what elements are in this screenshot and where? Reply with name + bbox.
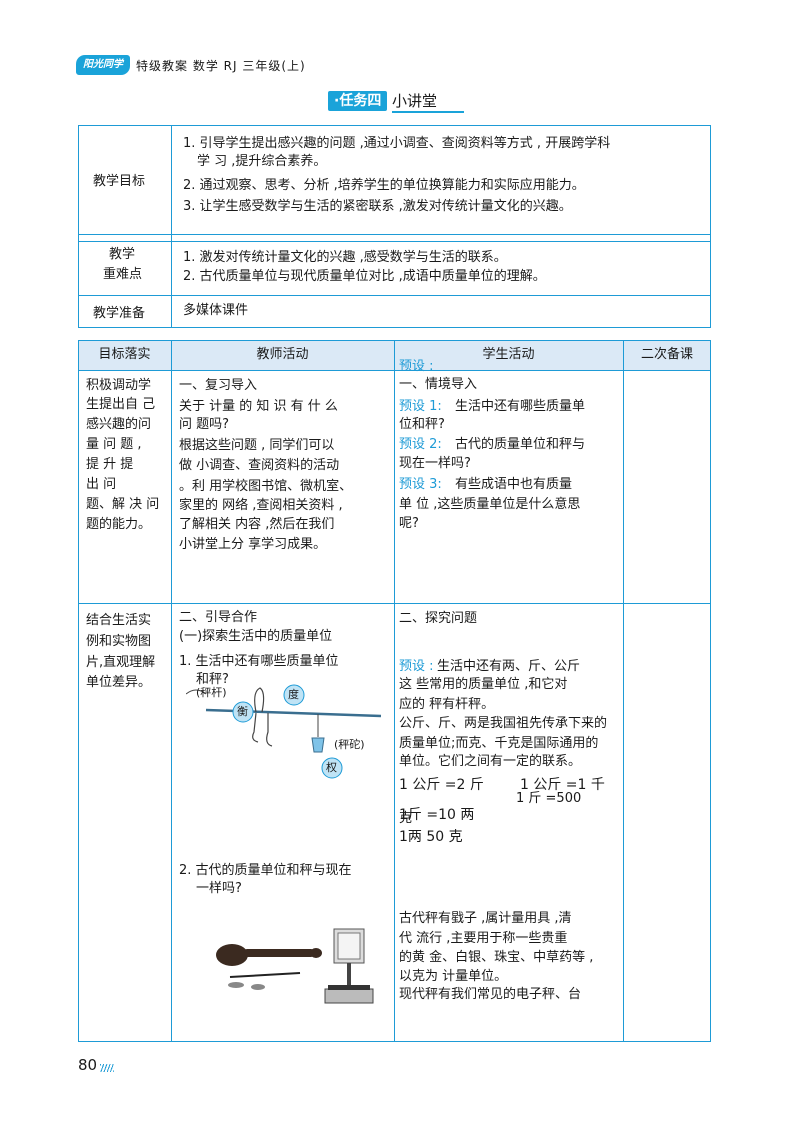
goal-line: 积极调动学 <box>86 378 152 393</box>
col-header-student: 学生活动 <box>482 347 535 362</box>
teacher-line: 做 小调查、查阅资料的活动 <box>179 458 340 473</box>
brand-logo: 阳光同学 <box>76 55 130 75</box>
goal-item: 学 习 ,提升综合素养。 <box>197 154 327 169</box>
preset-line: 古代的质量单位和秤与 <box>455 437 586 452</box>
goal-item: 3. 让学生感受数学与生活的紧密联系 ,激发对传统计量文化的兴趣。 <box>183 199 572 214</box>
goal-line: 生提出自 己 <box>86 397 156 412</box>
table-col-line <box>623 340 624 1042</box>
teacher-line: 一、复习导入 <box>179 378 258 393</box>
table-col-line <box>171 340 172 1042</box>
body-line: 代 流行 ,主要用于称一些贵重 <box>399 931 568 946</box>
teacher-line: 问 题吗? <box>179 417 230 432</box>
formula: 1 斤 =500 <box>516 791 582 806</box>
label-weight: (秤砣) <box>334 738 365 751</box>
teacher-line: 一样吗? <box>196 881 242 896</box>
info-row-line <box>78 295 711 296</box>
body-line: 现代秤有我们常见的电子秤、台 <box>399 987 582 1002</box>
formula: 克 <box>399 811 413 826</box>
col-header-notes: 二次备课 <box>640 347 693 362</box>
goal-line: 单位差异。 <box>86 675 152 690</box>
info-divider <box>171 125 172 328</box>
goal-item: 2. 通过观察、思考、分析 ,培养学生的单位换算能力和实际应用能力。 <box>183 178 585 193</box>
label-heng: 衡 <box>237 705 248 718</box>
keypoints-label: 重难点 <box>103 267 143 282</box>
preset-tag: 预设 3: <box>399 477 442 492</box>
teacher-line: 了解相关 内容 ,然后在我们 <box>179 517 335 532</box>
preset-tag: 预设 : <box>399 659 434 674</box>
goal-line: 题、解 决 问 <box>86 497 160 512</box>
body-line: 单位。它们之间有一定的联系。 <box>399 754 582 769</box>
col-header-teacher: 教师活动 <box>256 347 309 362</box>
page-number-ornament <box>100 1064 114 1072</box>
preset-line: 呢? <box>399 516 419 531</box>
body-line: 公斤、斤、两是我国祖先传承下来的 <box>399 716 608 731</box>
header-preset-overlay: 预设 : <box>399 359 434 374</box>
teacher-line: 小讲堂上分 享学习成果。 <box>179 537 327 552</box>
preset-tag: 预设 1: <box>399 399 442 414</box>
goal-line: 例和实物图 <box>86 634 152 649</box>
teacher-line: 。利 用学校图书馆、微机室、 <box>179 479 353 494</box>
prep-value: 多媒体课件 <box>183 303 249 318</box>
label-du: 度 <box>288 688 299 701</box>
keypoint-item: 1. 激发对传统计量文化的兴趣 ,感受数学与生活的联系。 <box>183 250 507 265</box>
teacher-line: 1. 生活中还有哪些质量单位 <box>179 654 339 669</box>
teacher-line: 根据这些问题 , 同学们可以 <box>179 438 335 453</box>
table-col-line <box>394 340 395 1042</box>
preset-line: 生活中还有两、斤、公斤 <box>437 659 581 674</box>
info-row-line <box>78 234 711 235</box>
goal-line: 感兴趣的问 <box>86 417 152 432</box>
info-row-line <box>78 241 711 242</box>
task-title: 小讲堂 <box>392 92 438 110</box>
goal-line: 量 问 题 , <box>86 437 142 452</box>
formula: 1两 50 克 <box>399 829 463 845</box>
goal-line: 题的能力。 <box>86 517 152 532</box>
preset-line: 位和秤? <box>399 417 445 432</box>
formula: 1 公斤 =1 千 <box>520 777 605 793</box>
preset-tag: 预设 2: <box>399 437 442 452</box>
student-title: 二、探究问题 <box>399 611 478 626</box>
goal-item: 1. 引导学生提出感兴趣的问题 ,通过小调查、查阅资料等方式 , 开展跨学科 <box>183 136 611 151</box>
keypoints-label: 教学 <box>109 247 136 262</box>
preset-line: 应的 秤有杆秤。 <box>399 697 495 712</box>
book-title: 特级教案 数学 RJ 三年级(上) <box>136 59 306 73</box>
col-header-goal: 目标落实 <box>98 347 151 362</box>
task-tag: ·任务四 <box>328 91 388 111</box>
preset-line: 有些成语中也有质量 <box>455 477 573 492</box>
formula: 1 公斤 =2 斤 <box>399 777 484 793</box>
teacher-line: 关于 计量 的 知 识 有 什 么 <box>179 399 338 414</box>
preset-line: 这 些常用的质量单位 ,和它对 <box>399 677 568 692</box>
scale-photos <box>210 925 385 1010</box>
goal-line: 出 问 <box>86 477 117 492</box>
info-table <box>78 125 711 328</box>
teacher-line: 二、引导合作 <box>179 610 258 625</box>
label-pole: (秤杆) <box>196 686 227 699</box>
label-quan: 权 <box>326 761 337 774</box>
goal-line: 片,直观理解 <box>86 655 156 670</box>
teacher-line: (一)探索生活中的质量单位 <box>179 629 333 644</box>
task-underline <box>392 111 464 113</box>
preset-line: 单 位 ,这些质量单位是什么意思 <box>399 497 581 512</box>
body-line: 以克为 计量单位。 <box>399 969 508 984</box>
body-line: 的黄 金、白银、珠宝、中草药等 , <box>399 950 594 965</box>
teacher-line: 2. 古代的质量单位和秤与现在 <box>179 863 352 878</box>
teacher-line: 和秤? <box>196 672 229 687</box>
body-line: 质量单位;而克、千克是国际通用的 <box>399 736 599 751</box>
formula: 1斤 =10 两 <box>399 807 475 823</box>
page-number: 80 <box>78 1056 98 1074</box>
body-line: 古代秤有戥子 ,属计量用具 ,清 <box>399 911 572 926</box>
goals-label: 教学目标 <box>93 174 146 189</box>
teacher-line: 家里的 网络 ,查阅相关资料 , <box>179 498 343 513</box>
preset-line: 生活中还有哪些质量单 <box>455 399 586 414</box>
goal-line: 结合生活实 <box>86 613 152 628</box>
preset-line: 现在一样吗? <box>399 456 471 471</box>
prep-label: 教学准备 <box>93 306 146 321</box>
steelyard-illustration: (秤杆) 衡 度 (秤砣) 权 <box>185 682 386 782</box>
student-title: 一、情境导入 <box>399 377 478 392</box>
keypoint-item: 2. 古代质量单位与现代质量单位对比 ,成语中质量单位的理解。 <box>183 269 546 284</box>
goal-line: 提 升 提 <box>86 457 134 472</box>
